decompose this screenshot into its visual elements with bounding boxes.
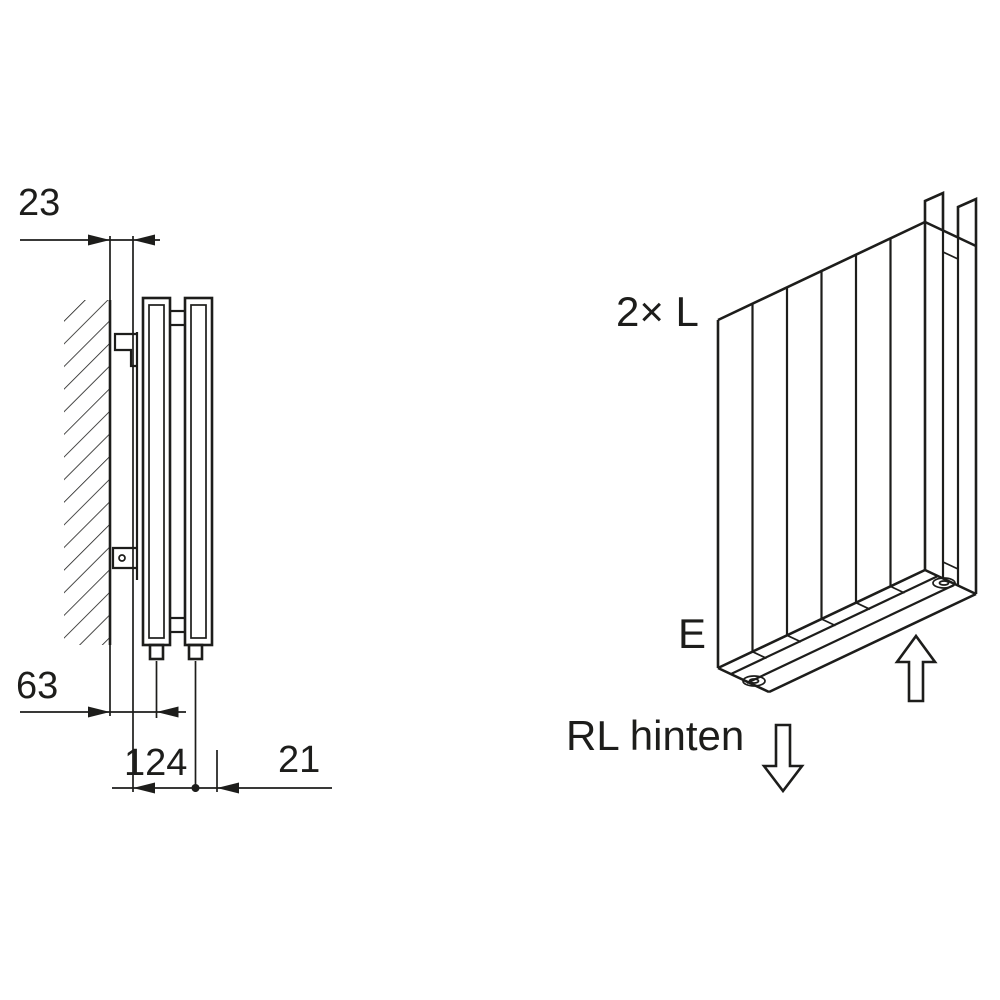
- front-panel: [183, 296, 214, 647]
- dimension-front-offset: 21: [216, 739, 320, 794]
- foot-right-inner: [938, 580, 950, 586]
- collector-tab-front: [923, 190, 945, 231]
- underside-tick: [786, 634, 802, 643]
- return-label: RL hinten: [566, 712, 744, 759]
- side-top-edge: [924, 220, 977, 248]
- flow-label: E: [678, 610, 706, 657]
- radiator-iso: [716, 190, 978, 694]
- flow-up-arrow-icon: [894, 633, 938, 703]
- bracket-bottom-clip: [111, 546, 137, 570]
- arrowhead-icon: [133, 234, 155, 246]
- plinth-line: [746, 584, 955, 684]
- underside-tick: [821, 618, 836, 627]
- dim-label-23: 23: [18, 182, 60, 224]
- dim-label-21: 21: [278, 739, 320, 781]
- bottom-far-edge: [768, 592, 977, 694]
- dimension-wall-distance: 23: [18, 182, 160, 246]
- side-channel-cap: [942, 561, 959, 570]
- side-bottom-edge: [924, 568, 977, 596]
- underside-tick: [890, 585, 905, 594]
- dimension-rear-connection: 63: [16, 661, 186, 718]
- foot-right: [932, 577, 956, 589]
- arrowhead-icon: [88, 706, 110, 718]
- wall-hatching: [64, 300, 110, 645]
- mounting-bracket: [111, 332, 139, 580]
- side-channel-cap: [942, 251, 959, 260]
- rear-connection-stub: [148, 643, 165, 661]
- arrowhead-icon: [217, 782, 239, 794]
- iso-view: 2× L E RL hinten: [566, 190, 978, 794]
- bracket-top-hook: [113, 332, 137, 368]
- dimension-front-connection: 124: [112, 661, 332, 794]
- bracket-screw: [118, 554, 126, 562]
- underside-tick: [752, 650, 767, 660]
- flow-down-arrow-icon: [761, 723, 805, 794]
- side-view: 23 63: [16, 182, 332, 794]
- rear-panel-channel: [148, 304, 165, 639]
- arrowhead-icon: [88, 234, 110, 246]
- collector-tab-rear: [956, 196, 978, 246]
- front-connection-stub: [187, 643, 204, 661]
- underside-tick: [855, 601, 871, 611]
- front-panel-channel: [190, 304, 207, 639]
- radiator-profile: [141, 296, 214, 661]
- dim-label-63: 63: [16, 665, 58, 707]
- arrowhead-icon: [156, 706, 179, 718]
- length-label: 2× L: [616, 288, 699, 335]
- dim-label-124: 124: [124, 742, 187, 784]
- rear-panel: [141, 296, 172, 647]
- arrowhead-icon: [133, 782, 155, 794]
- foot-left-inner: [748, 678, 760, 684]
- foot-left: [742, 675, 766, 687]
